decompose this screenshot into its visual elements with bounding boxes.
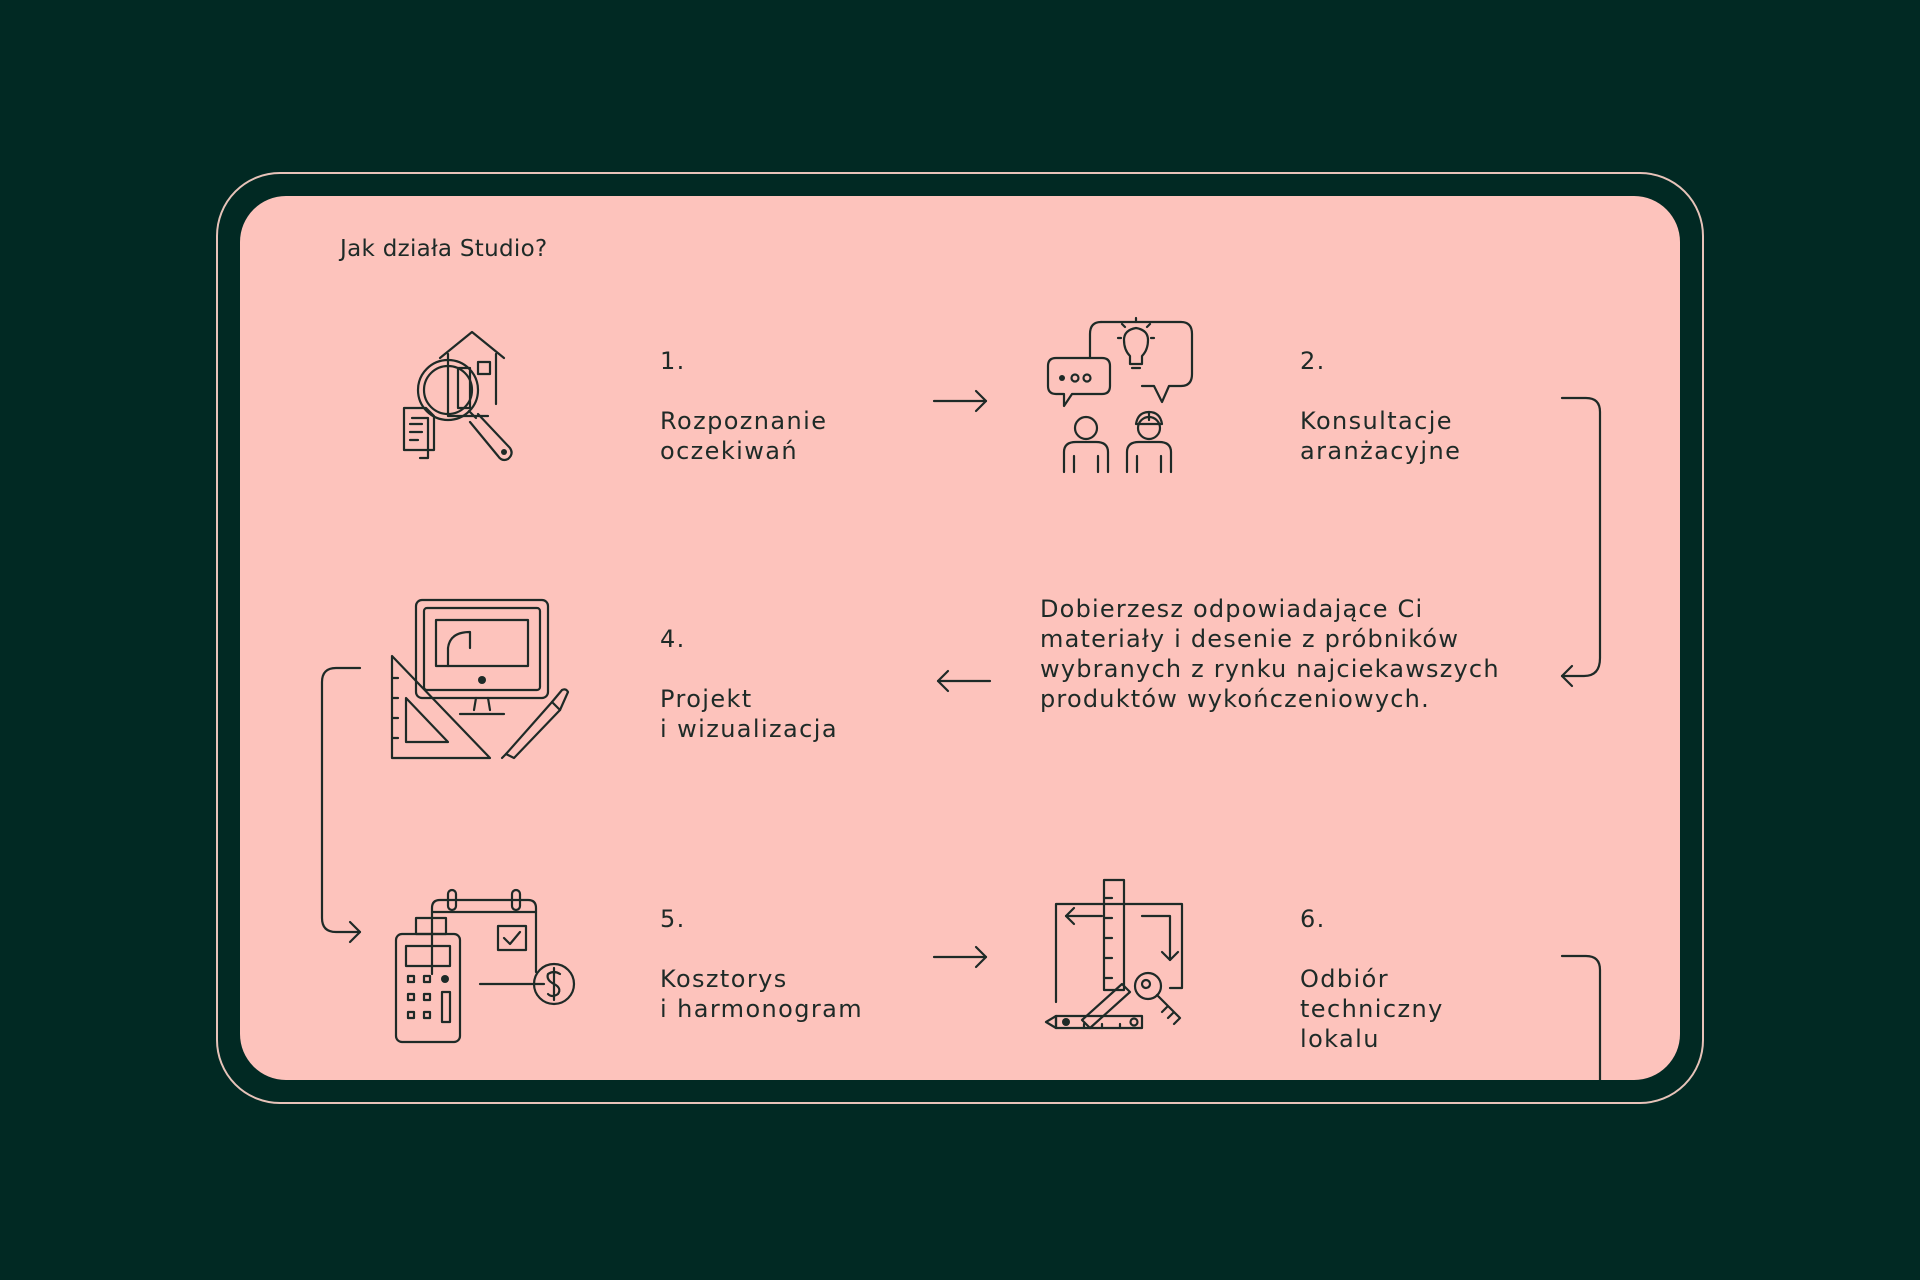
arrow-left-icon (936, 669, 992, 693)
step-2: 2. Konsultacje aranżacyjne (1300, 316, 1461, 496)
design-computer-icon (390, 598, 570, 760)
tools-key-icon (1044, 878, 1184, 1030)
connector-down-right-icon (320, 666, 362, 944)
house-magnifier-icon (402, 330, 513, 462)
step-title: Kosztorys i harmonogram (660, 965, 864, 1023)
connector-down-icon (1560, 954, 1602, 1080)
device-frame (216, 172, 1704, 1104)
step-6: 6. Odbiór techniczny lokalu (1300, 874, 1444, 1080)
step-title: Rozpoznanie oczekiwań (660, 407, 828, 465)
arrow-right-icon (932, 945, 988, 969)
connector-down-left-icon (1560, 396, 1602, 688)
step-number: 6. (1300, 905, 1326, 933)
step-title: Odbiór techniczny lokalu (1300, 965, 1444, 1053)
arrow-right-icon (932, 389, 988, 413)
page-title: Jak działa Studio? (340, 236, 548, 262)
step-title: Konsultacje aranżacyjne (1300, 407, 1462, 465)
step-4: 4. Projekt i wizualizacja (660, 594, 838, 774)
step-3-description: Dobierzesz odpowiadające Ci materiały i … (1040, 595, 1500, 713)
step-number: 1. (660, 347, 686, 375)
step-number: 5. (660, 905, 686, 933)
step-5: 5. Kosztorys i harmonogram (660, 874, 863, 1054)
step-number: 4. (660, 625, 686, 653)
screen: Jak działa Studio? 1. Rozpoznanie oczeki… (240, 196, 1680, 1080)
step-title: Projekt i wizualizacja (660, 685, 838, 743)
step-1: 1. Rozpoznanie oczekiwań (660, 316, 827, 496)
step-number: 2. (1300, 347, 1326, 375)
consultation-icon (1046, 316, 1194, 474)
cost-calendar-icon (394, 888, 576, 1044)
